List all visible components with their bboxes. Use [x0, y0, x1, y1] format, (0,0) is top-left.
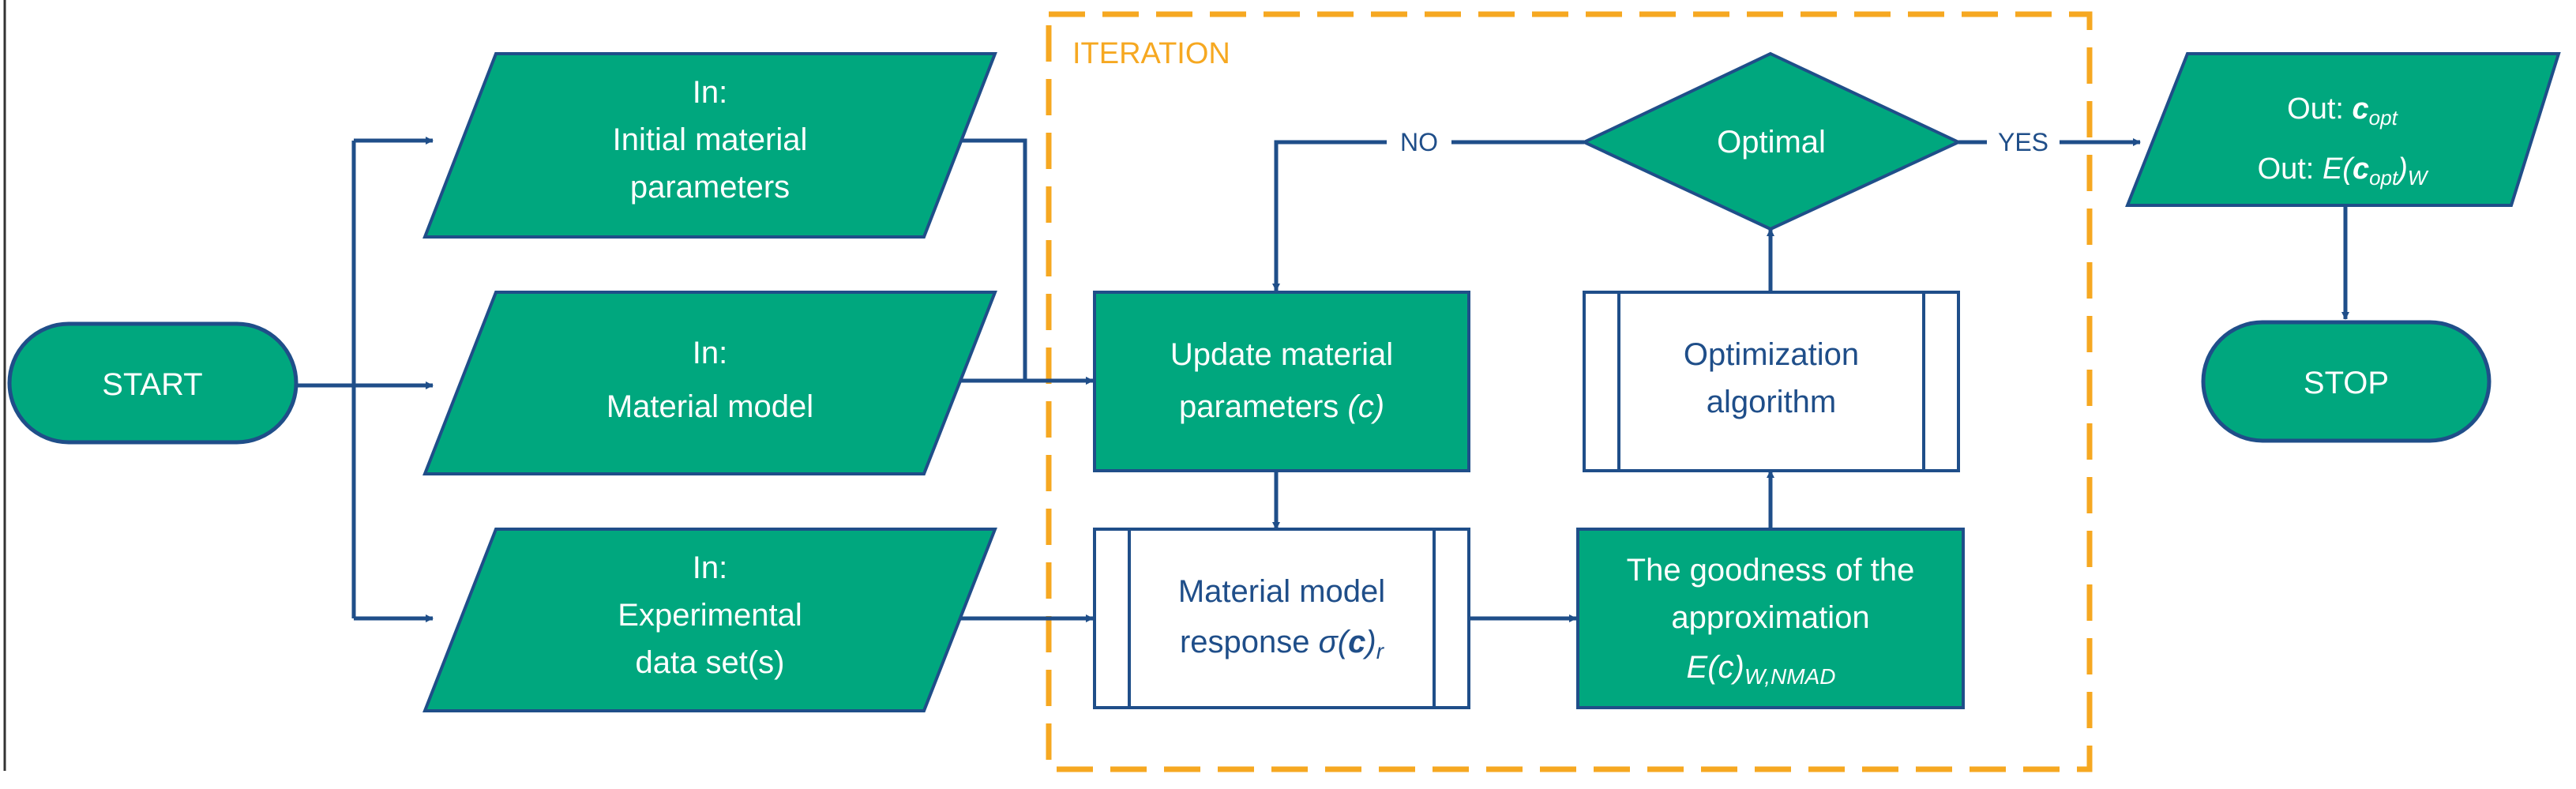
start-terminator: START — [7, 321, 299, 445]
output-c-sub-2: opt — [2369, 166, 2399, 190]
output-parallelogram: Out: copt Out: E(copt)W — [2125, 52, 2561, 207]
input-model-line1: In: — [693, 336, 727, 370]
goodness-line2: approximation — [1671, 600, 1869, 635]
input-experimental-line2: Experimental — [618, 598, 802, 633]
goodness-box: The goodness of the approximation E(c)W,… — [1576, 528, 1965, 709]
response-sigma: σ — [1319, 625, 1339, 659]
goodness-line3: E(c)W,NMAD — [1687, 650, 1836, 689]
response-sub: r — [1376, 639, 1385, 663]
input-initial-line1: In: — [693, 75, 727, 110]
optimization-process-box: Optimization algorithm — [1583, 291, 1960, 472]
input-initial-parameters: In: Initial material parameters — [422, 52, 997, 239]
input-initial-line3: parameters — [630, 170, 790, 205]
response-close-paren: ) — [1362, 625, 1376, 659]
input-model-line2: Material model — [606, 389, 813, 424]
yes-label: YES — [1998, 128, 2048, 156]
output-c-1: c — [2353, 92, 2369, 126]
connector-no-loop — [1272, 140, 1584, 291]
no-label: NO — [1400, 128, 1438, 156]
response-line2: response σ(c)r — [1180, 625, 1385, 663]
output-prefix-2: Out: — [2258, 152, 2315, 186]
goodness-c: (c) — [1707, 650, 1744, 685]
stop-label: STOP — [2304, 366, 2389, 400]
input-material-model: In: Material model — [422, 291, 997, 475]
input-initial-line2: Initial material — [613, 122, 808, 157]
iteration-label: ITERATION — [1072, 37, 1230, 70]
connectors — [296, 137, 2349, 622]
response-process-box: Material model response σ(c)r — [1093, 528, 1470, 709]
response-c: c — [1348, 625, 1365, 659]
output-c-2: c — [2353, 152, 2369, 186]
update-line2-text: parameters — [1179, 389, 1339, 424]
update-symbol: (c) — [1347, 389, 1384, 424]
output-line2: Out: E(copt)W — [2258, 152, 2429, 190]
update-line2: parameters (c) — [1179, 389, 1384, 424]
iteration-frame — [1046, 11, 2093, 772]
update-parameters-box: Update material parameters (c) — [1093, 291, 1470, 472]
output-c-sub-1: opt — [2369, 106, 2399, 130]
output-prefix-1: Out: — [2287, 92, 2344, 126]
output-close: ) — [2394, 152, 2408, 186]
input-experimental-line3: data set(s) — [636, 645, 785, 680]
optimization-line1: Optimization — [1684, 337, 1859, 372]
goodness-line1: The goodness of the — [1627, 553, 1915, 588]
no-label-bg — [1387, 125, 1451, 156]
stop-terminator: STOP — [2201, 320, 2492, 443]
goodness-sub: W,NMAD — [1744, 664, 1836, 689]
input-experimental-data: In: Experimental data set(s) — [422, 528, 997, 712]
output-line1: Out: copt — [2287, 92, 2398, 130]
optimal-label: Optimal — [1717, 125, 1826, 160]
response-line1: Material model — [1178, 574, 1385, 609]
response-open-paren: ( — [1338, 625, 1351, 659]
input-experimental-line1: In: — [693, 550, 727, 585]
start-label: START — [102, 367, 202, 402]
optimal-decision: Optimal — [1580, 51, 1962, 231]
goodness-E: E — [1687, 650, 1709, 685]
yes-label-bg — [1987, 125, 2060, 156]
output-E: E( — [2323, 152, 2355, 186]
output-w-sub: W — [2408, 166, 2429, 190]
response-line2-text: response — [1180, 625, 1310, 659]
optimization-line2: algorithm — [1707, 385, 1837, 419]
update-line1: Update material — [1170, 337, 1393, 372]
